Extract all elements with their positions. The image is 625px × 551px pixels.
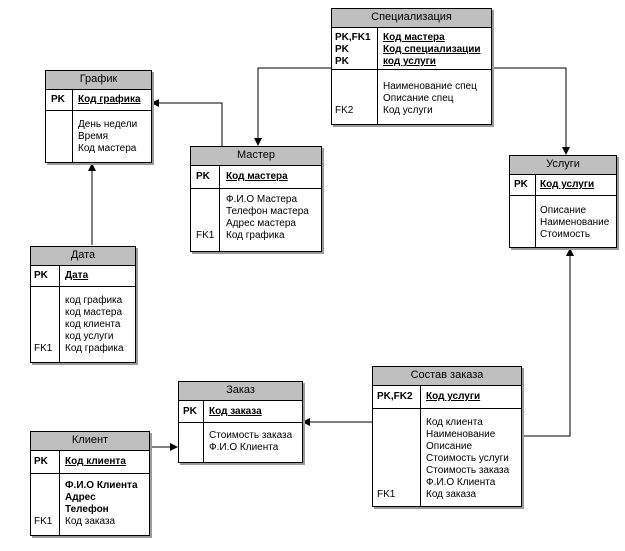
key-field: Код услуги <box>426 391 481 402</box>
entity-title: Клиент <box>31 432 149 451</box>
attr-section: Наименование спец Описание спец FK2 Код … <box>332 70 491 124</box>
key-section: PK,FK2 Код услуги <box>373 386 521 409</box>
entity-title: Дата <box>31 247 135 266</box>
fk-label: FK1 <box>196 230 215 241</box>
attr-field: Наименование спец <box>383 81 477 92</box>
fk-label: FK1 <box>34 343 53 354</box>
attr-field: Ф.И.О Клиента <box>65 480 138 491</box>
key-field: код услуги <box>383 56 436 67</box>
attr-field: Телефон <box>65 504 109 515</box>
entity-uslugi[interactable]: Услуги PK Код услуги Описание Наименован… <box>509 155 617 248</box>
attr-field: Стоимость заказа <box>209 430 293 441</box>
attr-field: Код заказа <box>426 489 477 500</box>
attr-section: Описание Наименование Стоимость <box>510 196 616 247</box>
entity-title: График <box>46 71 151 90</box>
fk-label: FK1 <box>377 489 396 500</box>
attr-field: Ф.И.О Клиента <box>426 477 496 488</box>
key-section: PK Код графика <box>46 90 151 111</box>
fk-label: FK1 <box>34 516 53 527</box>
entity-specializaciya[interactable]: Специализация PK,FK1 Код мастера PK Код … <box>331 8 492 125</box>
attr-field: Ф.И.О Клиента <box>209 442 279 453</box>
key-field: Код графика <box>78 94 141 105</box>
attr-field: Адрес мастера <box>226 218 296 229</box>
key-label: PK <box>196 171 210 182</box>
key-label: PK <box>34 270 48 281</box>
attr-field: Код клиента <box>426 417 483 428</box>
link-spec-uslugi <box>491 67 570 155</box>
entity-grafik[interactable]: График PK Код графика День недели Время … <box>45 70 152 163</box>
entity-title: Мастер <box>191 147 321 166</box>
attr-field: Описание <box>540 205 587 216</box>
entity-data[interactable]: Дата PK Дата код графика код мастера код… <box>30 246 136 363</box>
link-master-grafik <box>151 99 223 146</box>
attr-field: Стоимость <box>540 229 591 240</box>
attr-field: Наименование <box>426 429 496 440</box>
attr-field: Код мастера <box>78 143 137 154</box>
attr-field: Описание <box>426 441 473 452</box>
key-field: Код услуги <box>540 179 595 190</box>
attr-field: Код услуги <box>383 105 433 116</box>
key-section: PK Код клиента <box>31 451 149 474</box>
key-section: PK Код услуги <box>510 175 616 196</box>
attr-field: код услуги <box>65 331 114 342</box>
key-section: PK Код мастера <box>191 166 321 189</box>
attr-section: код графика код мастера код клиента код … <box>31 287 135 362</box>
key-label: PK,FK2 <box>377 391 413 402</box>
attr-field: Стоимость услуги <box>426 453 509 464</box>
entity-master[interactable]: Мастер PK Код мастера Ф.И.О Мастера Теле… <box>190 146 322 252</box>
attr-field: Наименование <box>540 217 610 228</box>
key-label: PK <box>51 94 65 105</box>
attr-field: День недели <box>78 119 138 130</box>
attr-section: День недели Время Код мастера <box>46 111 151 162</box>
attr-field: код мастера <box>65 307 123 318</box>
key-label: PK <box>514 179 528 190</box>
key-label: PK <box>335 44 349 55</box>
key-field: Код клиента <box>65 456 126 467</box>
key-label: PK <box>34 456 48 467</box>
attr-section: Ф.И.О Мастера Телефон мастера Адрес маст… <box>191 189 321 251</box>
fk-label: FK2 <box>335 105 354 116</box>
entity-title: Состав заказа <box>373 367 521 386</box>
attr-field: Адрес <box>65 492 96 503</box>
key-label: PK <box>183 406 197 417</box>
attr-field: Ф.И.О Мастера <box>226 194 298 205</box>
entity-zakaz[interactable]: Заказ PK Код заказа Стоимость заказа Ф.И… <box>178 381 303 463</box>
key-field: Дата <box>65 270 89 281</box>
entity-sostav-zakaza[interactable]: Состав заказа PK,FK2 Код услуги Код клие… <box>372 366 522 507</box>
link-sostav-uslugi <box>522 248 574 437</box>
key-section: PK Код заказа <box>179 401 302 423</box>
key-field: Код мастера <box>383 32 445 43</box>
key-label: PK <box>335 56 349 67</box>
key-label: PK,FK1 <box>335 32 371 43</box>
entity-title: Специализация <box>332 9 491 28</box>
attr-field: Описание спец <box>383 93 454 104</box>
attr-field: код графика <box>65 295 123 306</box>
attr-section: Ф.И.О Клиента Адрес Телефон FK1 Код зака… <box>31 474 149 535</box>
key-section: PK,FK1 Код мастера PK Код специализации … <box>332 28 491 70</box>
attr-field: Телефон мастера <box>226 206 309 217</box>
key-section: PK Дата <box>31 266 135 287</box>
attr-field: Код заказа <box>65 516 116 527</box>
key-field: Код мастера <box>226 171 288 182</box>
attr-field: код клиента <box>65 319 121 330</box>
entity-title: Заказ <box>179 382 302 401</box>
key-field: Код заказа <box>209 406 262 417</box>
attr-section: Стоимость заказа Ф.И.О Клиента <box>179 423 302 462</box>
attr-section: Код клиента Наименование Описание Стоимо… <box>373 409 521 506</box>
link-spec-master <box>254 67 331 146</box>
attr-field: Стоимость заказа <box>426 465 510 476</box>
entity-title: Услуги <box>510 156 616 175</box>
attr-field: Время <box>78 131 109 142</box>
attr-field: Код графика <box>65 343 124 354</box>
attr-field: Код графика <box>226 230 285 241</box>
key-field: Код специализации <box>383 44 481 55</box>
entity-klient[interactable]: Клиент PK Код клиента Ф.И.О Клиента Адре… <box>30 431 150 536</box>
